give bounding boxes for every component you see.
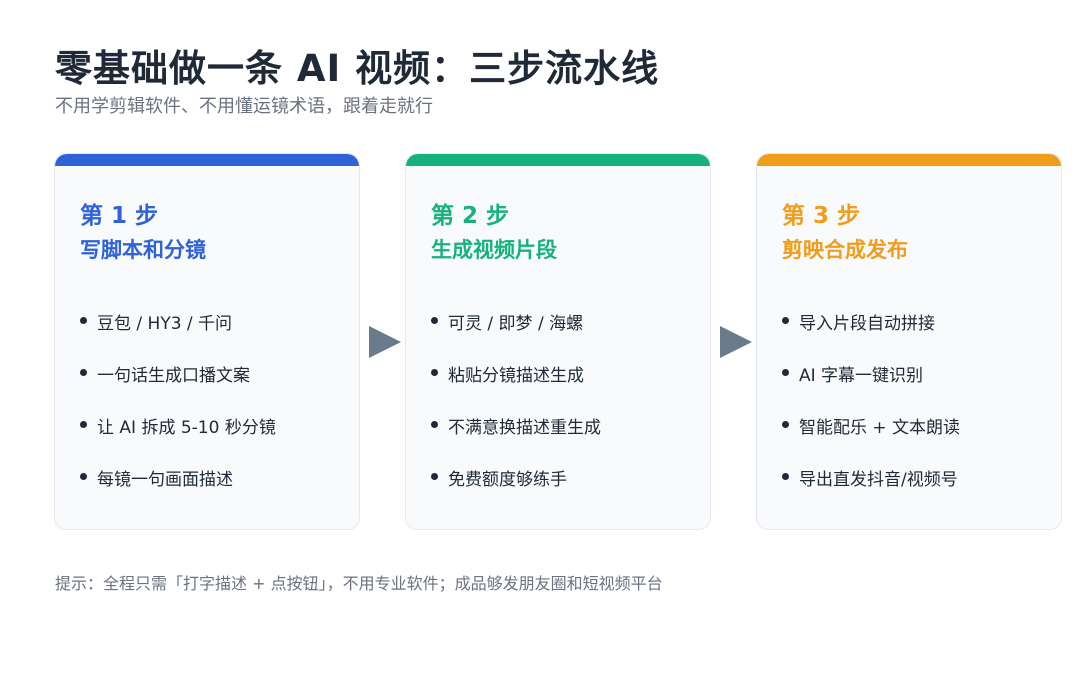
bullet-icon — [782, 473, 789, 480]
step-card-2: 第 2 步 生成视频片段 可灵 / 即梦 / 海螺 粘贴分镜描述生成 不满意换描… — [405, 153, 711, 530]
arrow-right-icon — [369, 326, 401, 358]
step-card-2-name: 生成视频片段 — [431, 238, 557, 262]
bullet-icon — [431, 421, 438, 428]
bullet-icon — [431, 317, 438, 324]
step-card-2-step-label: 第 2 步 — [431, 203, 510, 229]
list-item: 粘贴分镜描述生成 — [431, 361, 601, 413]
bullet-icon — [782, 421, 789, 428]
step-card-3-accent-bar — [757, 154, 1061, 166]
step-card-1-step-label: 第 1 步 — [80, 203, 159, 229]
bullet-icon — [80, 369, 87, 376]
list-item: 免费额度够练手 — [431, 465, 601, 517]
bullet-icon — [80, 317, 87, 324]
step-card-1-list: 豆包 / HY3 / 千问 一句话生成口播文案 让 AI 拆成 5-10 秒分镜… — [80, 309, 276, 517]
list-item: 不满意换描述重生成 — [431, 413, 601, 465]
list-item: 智能配乐 + 文本朗读 — [782, 413, 960, 465]
list-item: 可灵 / 即梦 / 海螺 — [431, 309, 601, 361]
list-item: 导出直发抖音/视频号 — [782, 465, 960, 517]
step-card-3-step-label: 第 3 步 — [782, 203, 861, 229]
list-item: 让 AI 拆成 5-10 秒分镜 — [80, 413, 276, 465]
bullet-icon — [80, 473, 87, 480]
list-item: 每镜一句画面描述 — [80, 465, 276, 517]
step-card-2-list: 可灵 / 即梦 / 海螺 粘贴分镜描述生成 不满意换描述重生成 免费额度够练手 — [431, 309, 601, 517]
arrow-right-icon — [720, 326, 752, 358]
step-card-3-list: 导入片段自动拼接 AI 字幕一键识别 智能配乐 + 文本朗读 导出直发抖音/视频… — [782, 309, 960, 517]
list-item: 一句话生成口播文案 — [80, 361, 276, 413]
bullet-icon — [80, 421, 87, 428]
bullet-icon — [431, 473, 438, 480]
step-card-2-accent-bar — [406, 154, 710, 166]
step-card-1: 第 1 步 写脚本和分镜 豆包 / HY3 / 千问 一句话生成口播文案 让 A… — [54, 153, 360, 530]
step-card-3-name: 剪映合成发布 — [782, 238, 908, 262]
step-card-1-accent-bar — [55, 154, 359, 166]
bullet-icon — [431, 369, 438, 376]
bullet-icon — [782, 369, 789, 376]
list-item: AI 字幕一键识别 — [782, 361, 960, 413]
bullet-icon — [782, 317, 789, 324]
list-item: 豆包 / HY3 / 千问 — [80, 309, 276, 361]
list-item: 导入片段自动拼接 — [782, 309, 960, 361]
step-card-1-name: 写脚本和分镜 — [80, 238, 206, 262]
page-subtitle: 不用学剪辑软件、不用懂运镜术语，跟着走就行 — [55, 96, 433, 117]
page-title: 零基础做一条 AI 视频：三步流水线 — [55, 47, 660, 90]
footer-tip: 提示：全程只需「打字描述 + 点按钮」，不用专业软件；成品够发朋友圈和短视频平台 — [55, 574, 663, 593]
step-card-3: 第 3 步 剪映合成发布 导入片段自动拼接 AI 字幕一键识别 智能配乐 + 文… — [756, 153, 1062, 530]
